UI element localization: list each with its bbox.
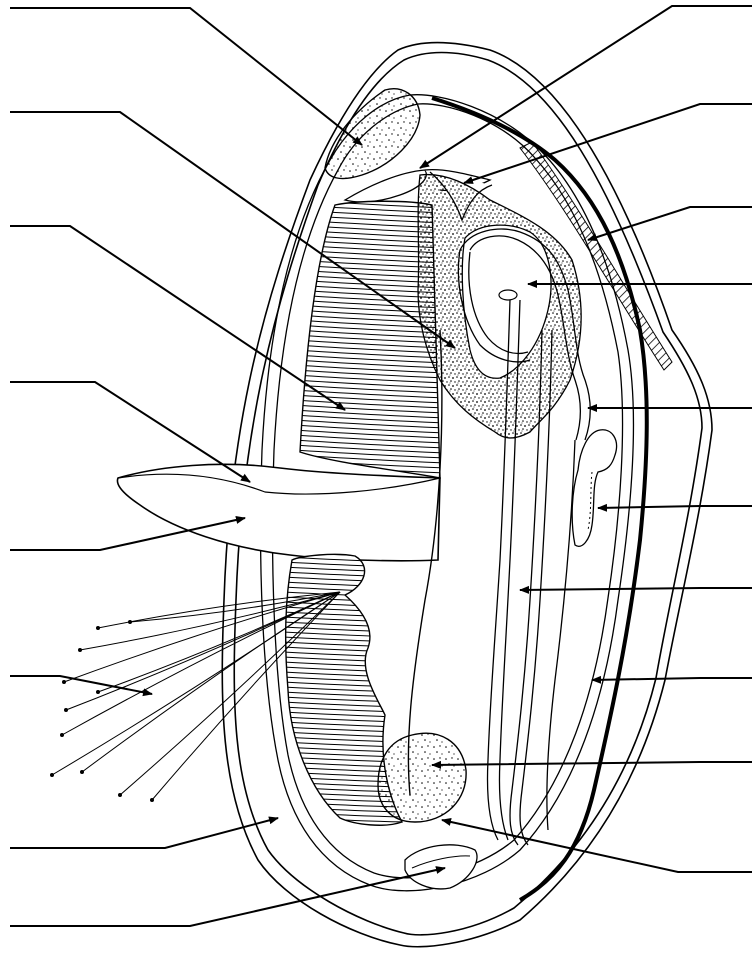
leader-line [10,868,445,926]
thread-tip [96,690,100,694]
anterior-adductor [325,89,420,179]
leader-line [598,506,752,508]
thread-tip [62,680,66,684]
leader-line [588,207,752,240]
thread-tip [64,708,68,712]
thread-tip [50,773,54,777]
thread-tip [80,770,84,774]
leader-line [432,762,752,765]
thread-tip [78,648,82,652]
thread-tip [118,793,122,797]
stomach-organ [499,290,517,300]
foot [117,464,440,560]
leader-line [464,104,752,183]
thread-tip [96,626,100,630]
leader-line [420,6,752,168]
leader-line [10,818,278,848]
leader-line [442,820,752,872]
leader-line [10,676,152,694]
leader-line [592,678,752,680]
leader-line [10,8,362,145]
kidney [572,430,616,547]
leader-line [520,588,752,590]
ganglion [405,845,477,889]
posterior-adductor [378,733,466,822]
thread-tip [150,798,154,802]
thread-tip [60,733,64,737]
